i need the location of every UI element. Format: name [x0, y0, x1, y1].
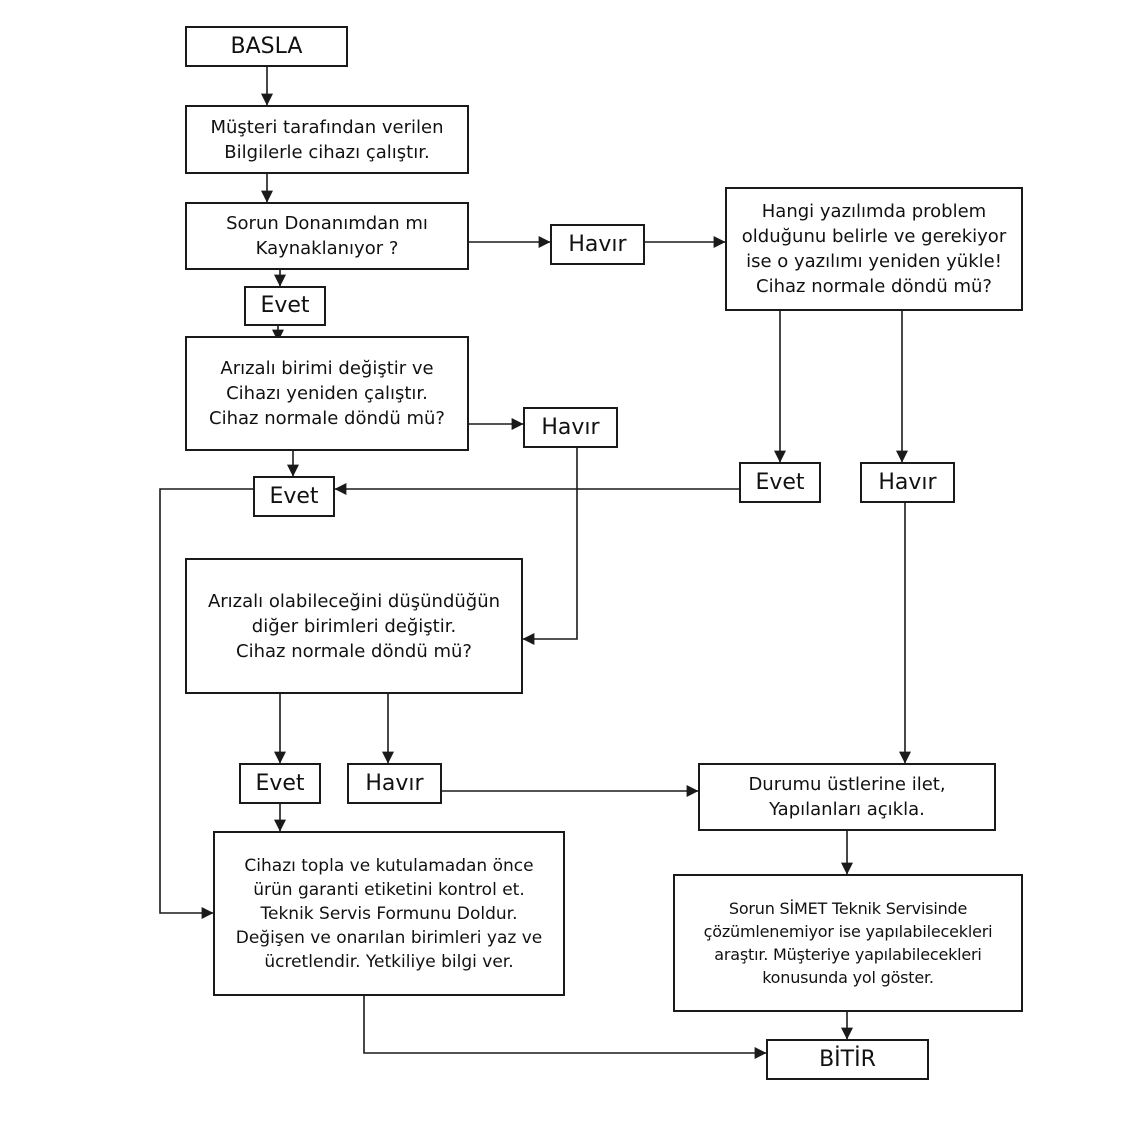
pack-device-line: Cihazı topla ve kutulamadan önce: [244, 855, 534, 876]
research-box: Sorun SİMET Teknik Servisinde çözümlenem…: [673, 874, 1023, 1012]
escalate-line: Yapılanları açıkla.: [769, 799, 925, 820]
software-step-line: ise o yazılımı yeniden yükle!: [746, 251, 1002, 272]
run-device-box: Müşteri tarafından verilen Bilgilerle ci…: [185, 105, 469, 174]
hardware-question-line: Sorun Donanımdan mı: [226, 213, 428, 234]
research-line: Sorun SİMET Teknik Servisinde: [728, 899, 968, 918]
software-step-line: Cihaz normale döndü mü?: [756, 276, 992, 297]
research-line: çözümlenemiyor ise yapılabilecekleri: [703, 922, 993, 941]
hardware-question-line: Kaynaklanıyor ?: [255, 238, 399, 259]
yes-label-replace: Evet: [253, 476, 335, 517]
yes-label: Evet: [260, 293, 310, 318]
no-label-others: Havır: [347, 763, 442, 804]
pack-device-line: ürün garanti etiketini kontrol et.: [253, 879, 525, 900]
yes-label: Evet: [755, 469, 805, 495]
arrow-yes-to-pack: [159, 488, 253, 919]
software-step-line: olduğunu belirle ve gerekiyor: [741, 226, 1007, 247]
start-box: BASLA: [185, 26, 348, 67]
escalate-line: Durumu üstlerine ilet,: [748, 774, 946, 795]
run-device-line: Bilgilerle cihazı çalıştır.: [224, 141, 430, 163]
run-device-line: Müşteri tarafından verilen: [210, 116, 444, 138]
arrow-no-to-others: [522, 448, 578, 645]
pack-device-box: Cihazı topla ve kutulamadan önce ürün ga…: [213, 831, 565, 996]
no-label: Havır: [365, 770, 424, 796]
replace-others-line: Arızalı olabileceğini düşündüğün: [207, 590, 501, 612]
escalate-box: Durumu üstlerine ilet, Yapılanları açıkl…: [698, 763, 996, 831]
research-line: konusunda yol göster.: [762, 968, 934, 987]
arrow-pack-to-end: [363, 996, 767, 1059]
replace-faulty-box: Arızalı birimi değiştir ve Cihazı yenide…: [185, 336, 469, 451]
no-label: Havır: [568, 231, 627, 257]
research-line: araştır. Müşteriye yapılabilecekleri: [714, 945, 982, 964]
no-label: Havır: [878, 469, 937, 495]
pack-device-line: Teknik Servis Formunu Doldur.: [260, 903, 518, 924]
software-step-line: Hangi yazılımda problem: [761, 201, 987, 222]
replace-others-box: Arızalı olabileceğini düşündüğün diğer b…: [185, 558, 523, 694]
start-label: BASLA: [230, 33, 303, 59]
yes-label-software: Evet: [739, 462, 821, 503]
no-label-software: Havır: [860, 462, 955, 503]
replace-others-line: diğer birimleri değiştir.: [251, 615, 457, 637]
pack-device-line: Değişen ve onarılan birimleri yaz ve: [235, 927, 543, 948]
software-step-box: Hangi yazılımda problem olduğunu belirle…: [725, 187, 1023, 311]
yes-label-others: Evet: [239, 763, 321, 804]
replace-faulty-line: Cihazı yeniden çalıştır.: [226, 383, 428, 404]
yes-label: Evet: [269, 483, 319, 509]
replace-others-line: Cihaz normale döndü mü?: [236, 640, 472, 662]
hardware-question-box: Sorun Donanımdan mı Kaynaklanıyor ?: [185, 202, 469, 270]
no-label: Havır: [541, 414, 600, 440]
yes-label-hardware: Evet: [244, 286, 326, 326]
replace-faulty-line: Cihaz normale döndü mü?: [209, 408, 445, 429]
yes-label: Evet: [255, 770, 305, 796]
replace-faulty-line: Arızalı birimi değiştir ve: [220, 358, 434, 379]
end-label: BİTİR: [819, 1046, 876, 1072]
pack-device-line: ücretlendir. Yetkiliye bilgi ver.: [264, 951, 514, 972]
no-label-replace: Havır: [523, 407, 618, 448]
no-label-hardware: Havır: [550, 224, 645, 265]
end-box: BİTİR: [766, 1039, 929, 1080]
